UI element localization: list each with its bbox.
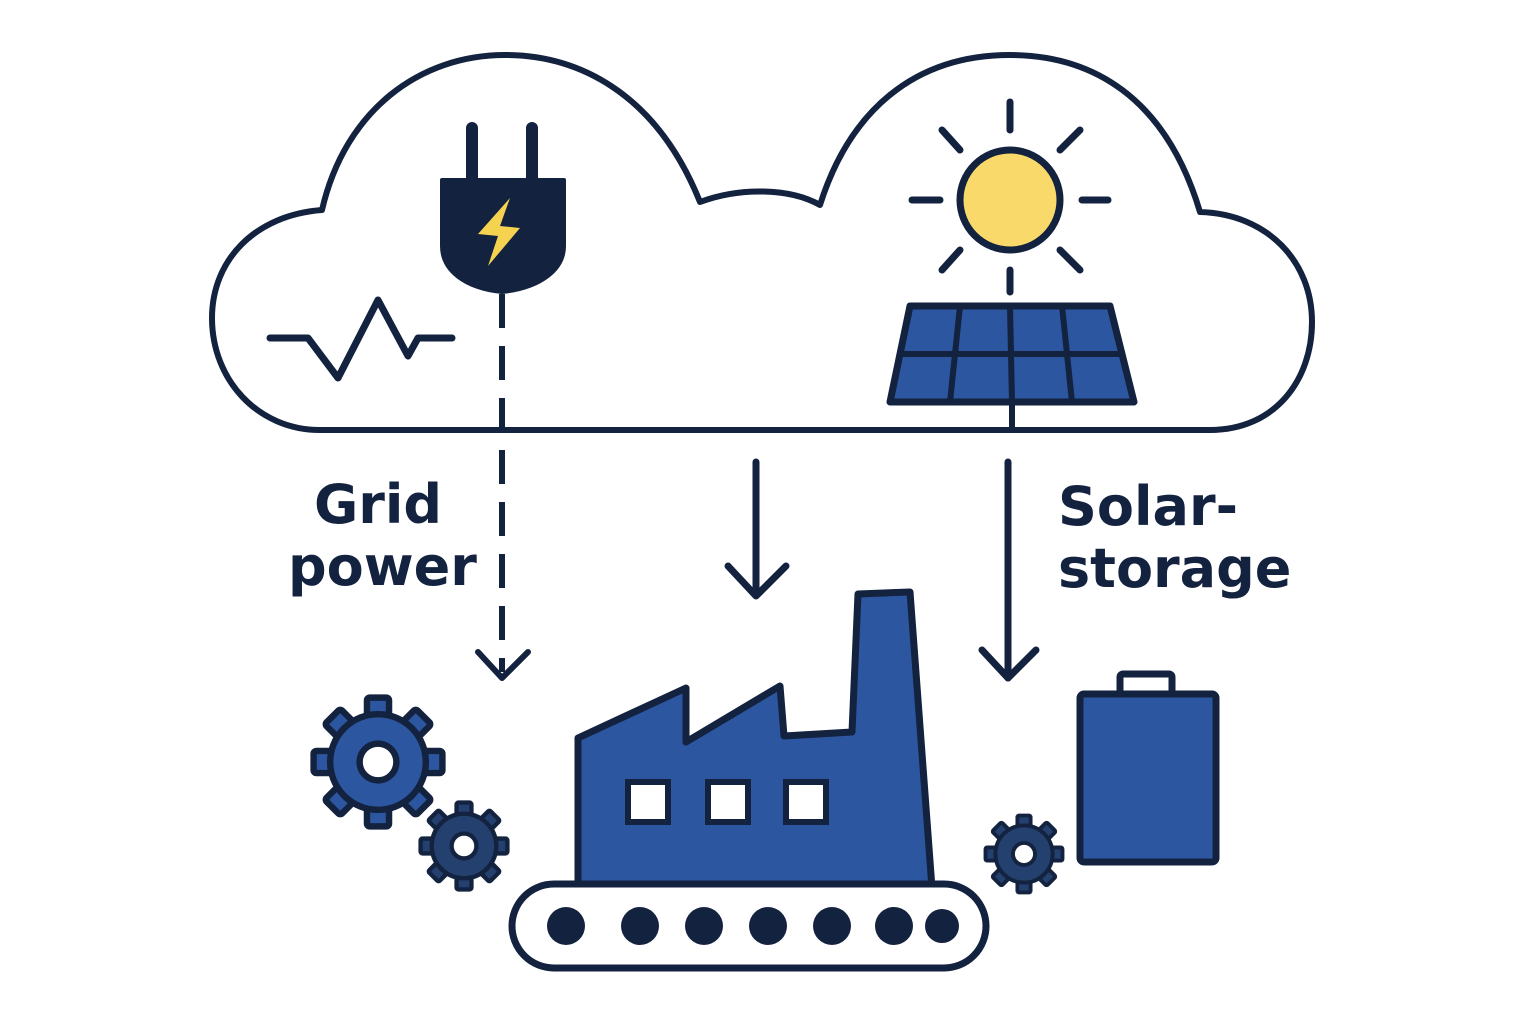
- solar-panel-icon: [886, 302, 1138, 430]
- gear-icon: [421, 803, 508, 890]
- solar-storage-label-line1: Solar-: [1058, 475, 1238, 538]
- factory-window: [705, 779, 751, 825]
- solar-storage-label-line2: storage: [1058, 537, 1292, 600]
- plug-icon: [440, 122, 566, 294]
- factory-window: [783, 779, 829, 825]
- cloud-icon: [209, 52, 1315, 433]
- factory-window: [625, 779, 671, 825]
- solar-storage-label: Solar- storage: [1058, 475, 1292, 600]
- arrow-down-icon: [978, 646, 1040, 682]
- arrow-down-icon: [475, 649, 531, 681]
- sun-icon: [908, 98, 1112, 296]
- grid-power-label-line2: power: [288, 535, 477, 598]
- gear-icon: [983, 813, 1065, 895]
- conveyor-belt-icon: [508, 880, 990, 972]
- gear-icon: [314, 698, 443, 827]
- lightning-icon: [478, 198, 520, 266]
- waveform-icon: [266, 296, 456, 382]
- grid-power-label: Grid power: [288, 473, 477, 598]
- factory-icon: [574, 588, 936, 892]
- battery-icon: [1076, 670, 1220, 866]
- arrow-down-icon: [724, 562, 790, 600]
- grid-power-label-line1: Grid: [313, 473, 443, 536]
